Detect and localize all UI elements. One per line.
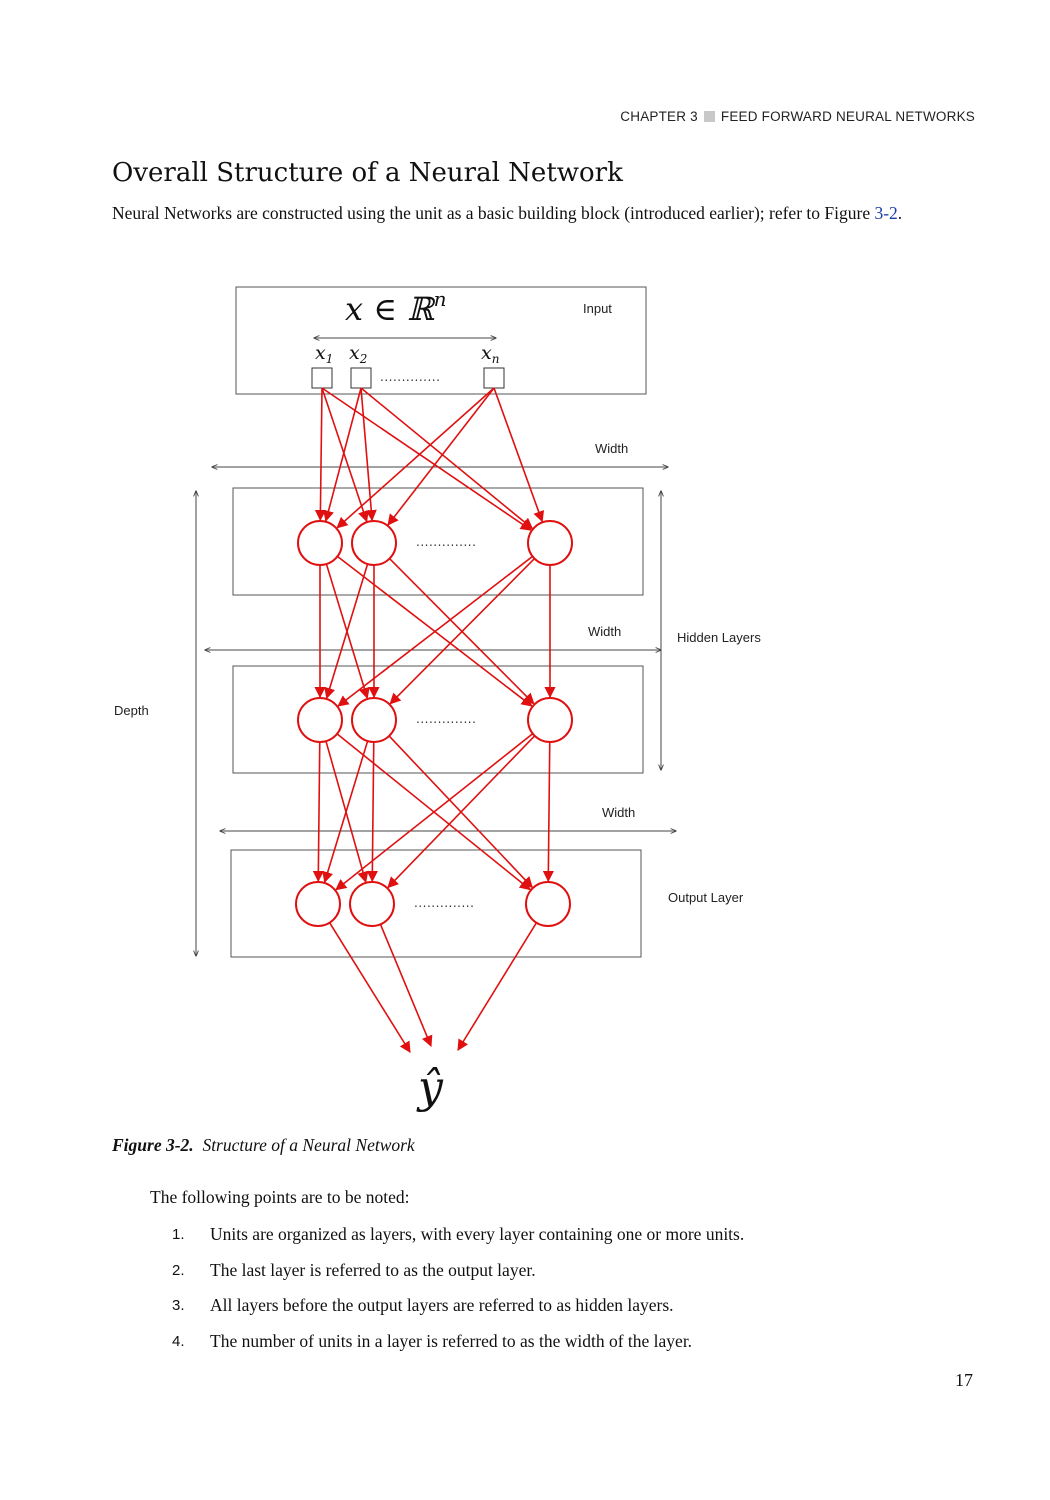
edge-l2-2-to-l3-1: [387, 735, 536, 889]
edge-l2-2-to-l3-2: [542, 741, 554, 883]
input-box: [235, 286, 647, 395]
hidden-layer-2-unit-2: [351, 697, 397, 743]
hidden-layer-2-box: [232, 665, 644, 774]
hidden-layer-1-unit-3: [527, 520, 573, 566]
hidden-layer-1-unit-2: [351, 520, 397, 566]
input-math: x ∈ ℝn: [345, 287, 447, 328]
edge-input-1-to-l1-1: [360, 387, 377, 522]
edge-input-1-to-l1-2: [360, 387, 534, 530]
edge-output-0-to-yhat: [328, 922, 411, 1053]
layer-1-ellipsis: ..............: [416, 535, 476, 549]
input-unit-xn: [483, 367, 505, 389]
input-unit-x2: [350, 367, 372, 389]
list-item: 3.All layers before the output layers ar…: [172, 1295, 674, 1315]
intro-text: Neural Networks are constructed using th…: [112, 203, 875, 223]
edge-input-1-to-l1-0: [323, 387, 362, 522]
input-ellipsis: ..............: [380, 370, 440, 384]
layer-2-ellipsis: ..............: [416, 712, 476, 726]
edge-l2-1-to-l3-0: [322, 740, 369, 884]
input-unit-x1: [311, 367, 333, 389]
figure-link[interactable]: 3-2: [874, 203, 898, 223]
output-layer-ellipsis: ..............: [414, 896, 474, 910]
section-title: Overall Structure of a Neural Network: [112, 158, 623, 188]
connection-edges: [312, 387, 556, 1053]
notes-list: 1.Units are organized as layers, with ev…: [172, 1224, 744, 1366]
intro-text-end: .: [897, 203, 903, 223]
chapter-title: FEED FORWARD NEURAL NETWORKS: [720, 109, 975, 124]
hidden-layer-2-unit-3: [527, 697, 573, 743]
hidden-layer-2-unit-1: [297, 697, 343, 743]
edge-input-2-to-l1-1: [387, 387, 495, 526]
page-number: 17: [955, 1370, 973, 1390]
xn-label: xn: [481, 342, 499, 366]
unit-nodes: [295, 520, 573, 927]
intro-paragraph: Neural Networks are constructed using th…: [112, 202, 942, 225]
input-label: Input: [583, 301, 612, 316]
width-label-2: Width: [588, 624, 621, 639]
running-header: CHAPTER 3 FEED FORWARD NEURAL NETWORKS: [620, 109, 975, 124]
width-label-3: Width: [602, 805, 635, 820]
hidden-layers-label: Hidden Layers: [677, 630, 761, 645]
edge-l1-2-to-l2-1: [389, 558, 536, 705]
hidden-layer-1-box: [232, 487, 644, 596]
caption-label: Figure 3-2.: [112, 1135, 194, 1155]
edge-input-2-to-l1-2: [493, 387, 545, 523]
edge-output-1-to-yhat: [379, 924, 433, 1048]
list-item: 4.The number of units in a layer is refe…: [172, 1330, 693, 1351]
edge-l1-2-to-l2-0: [337, 555, 534, 707]
output-layer-label: Output Layer: [668, 890, 744, 905]
edge-l2-2-to-l3-0: [335, 733, 534, 891]
caption-text: Structure of a Neural Network: [202, 1135, 415, 1155]
header-separator: [703, 111, 715, 122]
edge-input-0-to-l1-0: [314, 387, 327, 522]
list-item: 2.The last layer is referred to as the o…: [172, 1259, 536, 1280]
output-layer-unit-3: [525, 881, 571, 927]
hidden-layer-1-unit-1: [297, 520, 343, 566]
notes-intro: The following points are to be noted:: [150, 1187, 410, 1207]
figure-caption: Figure 3-2. Structure of a Neural Networ…: [112, 1135, 415, 1156]
output-layer-box: [230, 849, 642, 958]
x1-label: x1: [315, 342, 333, 366]
depth-label: Depth: [114, 703, 149, 718]
edge-input-0-to-l1-1: [321, 387, 369, 523]
edge-output-2-to-yhat: [457, 922, 538, 1051]
output-layer-unit-2: [349, 881, 395, 927]
edge-input-0-to-l1-2: [321, 387, 532, 531]
edge-l2-1-to-l3-1: [366, 741, 378, 883]
x2-label: x2: [349, 342, 367, 366]
chapter-label: CHAPTER 3: [620, 109, 698, 124]
width-label-1: Width: [595, 441, 628, 456]
output-layer-unit-1: [295, 881, 341, 927]
output-y-hat: ŷ: [416, 1062, 444, 1113]
edge-l2-0-to-l3-0: [312, 741, 324, 883]
edge-input-2-to-l1-0: [336, 387, 495, 529]
edge-l1-1-to-l2-0: [324, 563, 369, 700]
list-item: 1.Units are organized as layers, with ev…: [172, 1224, 745, 1244]
